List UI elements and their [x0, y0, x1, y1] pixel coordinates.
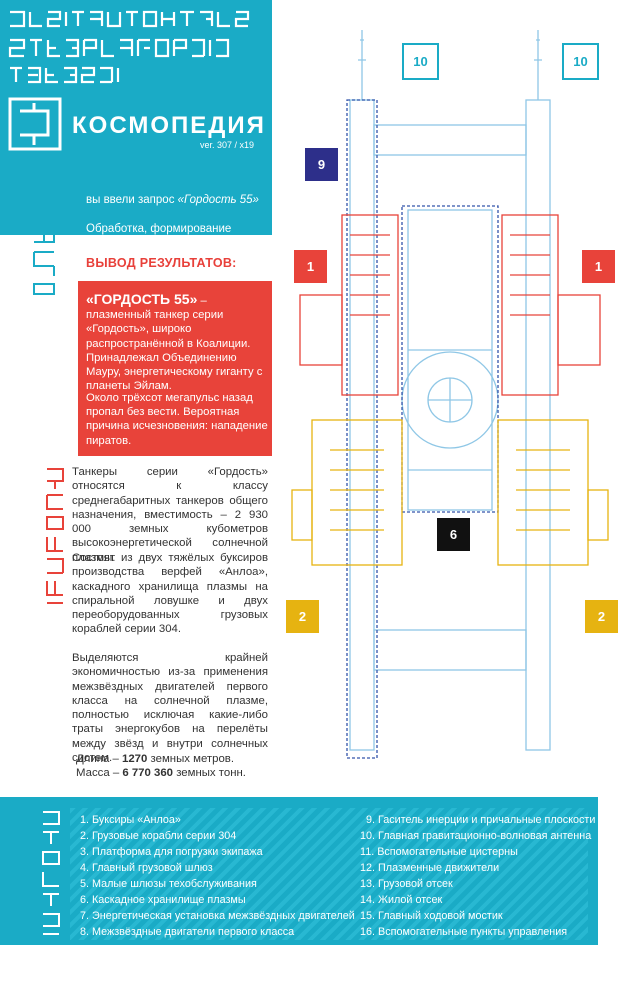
spec-length-unit: земных метров. — [147, 753, 235, 765]
legend-stripes — [70, 808, 588, 940]
results-intro: «ГОРДОСТЬ 55» – плазменный танкер серии … — [86, 292, 268, 393]
spec-length-value: 1270 — [122, 753, 148, 765]
spec-mass-label: Масса – — [76, 767, 123, 780]
callout-1-left: 1 — [294, 250, 327, 283]
legend-item: 4. Главный грузовой шлюз — [80, 862, 213, 874]
legend-item: 10. Главная гравитационно-волновая антен… — [360, 830, 592, 842]
logo-icon — [8, 97, 62, 151]
logo-wordmark: КОСМОПЕДИЯ — [72, 112, 266, 139]
side-glyph-decoration — [42, 811, 60, 935]
legend-item: 8. Межзвёздные двигатели первого класса — [80, 926, 295, 938]
callout-10-right: 10 — [562, 43, 599, 80]
blueprint-frame — [349, 30, 551, 751]
legend-item: 2. Грузовые корабли серии 304 — [80, 830, 237, 842]
legend-item: 5. Малые шлюзы техобслуживания — [80, 878, 257, 890]
side-glyph-decoration — [46, 468, 64, 604]
results-fate: Около трёхсот мегапульс назад пропал без… — [86, 392, 268, 447]
legend-item: 15. Главный ходовой мостик — [360, 910, 503, 922]
spec-length-label: Длина – — [76, 753, 123, 765]
spec-mass-value: 6 770 360 — [122, 767, 174, 780]
legend-item: 12. Плазменные движители — [360, 862, 500, 874]
legend-item: 6. Каскадное хранилище плазмы — [80, 894, 246, 906]
legend-item: 9. Гаситель инерции и причальные плоскос… — [366, 814, 596, 826]
alien-script-title — [8, 10, 250, 84]
legend-item: 16. Вспомогательные пункты управления — [360, 926, 568, 938]
callout-2-left: 2 — [286, 600, 319, 633]
results-intro-text: – плазменный танкер серии «Гордость», ши… — [86, 295, 263, 393]
legend-item: 14. Жилой отсек — [360, 894, 443, 906]
legend-item: 7. Энергетическая установка межзвёздных … — [80, 910, 355, 922]
query-line: вы ввели запрос «Гордость 55» — [86, 194, 259, 206]
version-label: ver. 307 / x19 — [200, 140, 255, 150]
legend-item: 13. Грузовой отсек — [360, 878, 453, 890]
spec-length: Длина – 1270 земных метров. — [76, 752, 272, 766]
blueprint-tugs — [299, 214, 601, 396]
results-box: «ГОРДОСТЬ 55» – плазменный танкер серии … — [78, 281, 272, 456]
callout-2-right: 2 — [585, 600, 618, 633]
callout-9: 9 — [305, 148, 338, 181]
spec-mass-unit: земных тонн. — [173, 767, 246, 780]
legend-item: 11. Вспомогательные цистерны — [360, 846, 518, 858]
query-status: Обработка, формирование ссылок... — [86, 223, 232, 247]
blueprint-highlight — [346, 99, 499, 759]
callout-6: 6 — [437, 518, 470, 551]
callout-1-right: 1 — [582, 250, 615, 283]
specs: Длина – 1270 земных метров. Масса – 6 77… — [76, 752, 272, 781]
body-paragraph-2: Состоят из двух тяжёлых буксиров произво… — [72, 552, 268, 636]
side-glyph-decoration — [33, 192, 55, 295]
query-prefix: вы ввели запрос — [86, 194, 178, 206]
blueprint-cargo-ships — [291, 419, 609, 566]
ship-name: «ГОРДОСТЬ 55» — [86, 291, 198, 307]
spec-mass: Масса – 6 770 360 земных тонн. — [76, 766, 272, 780]
callout-10-left: 10 — [402, 43, 439, 80]
ship-blueprint — [291, 30, 609, 759]
query-term: «Гордость 55» — [177, 194, 259, 206]
query-box: вы ввели запрос «Гордость 55» Обработка,… — [78, 185, 272, 247]
body-paragraph-1: Танкеры серии «Гордость» относятся к кла… — [72, 466, 268, 564]
legend-item: 3. Платформа для погрузки экипажа — [80, 846, 263, 858]
results-title: ВЫВОД РЕЗУЛЬТАТОВ: — [86, 256, 237, 270]
body-paragraph-3: Выделяются крайней экономичностью из-за … — [72, 652, 268, 765]
legend-item: 1. Буксиры «Анлоа» — [80, 814, 181, 826]
